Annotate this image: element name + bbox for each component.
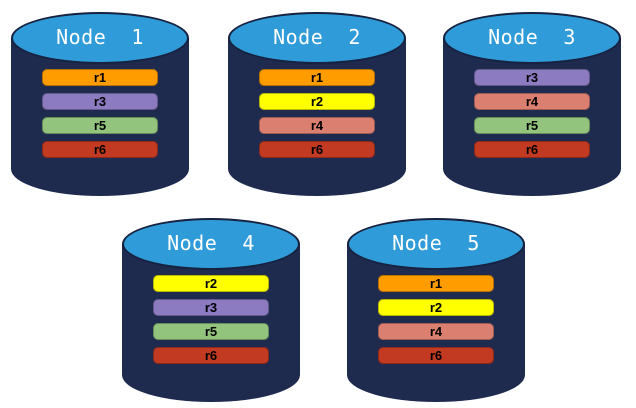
replica-bar-r3: r3 (42, 93, 158, 110)
replica-bar-r6: r6 (474, 141, 590, 158)
cylinder-top-ellipse: Node 1 (11, 12, 189, 64)
replica-bar-r4: r4 (474, 93, 590, 110)
cylinder-top-ellipse: Node 3 (443, 12, 621, 64)
replica-bar-r3: r3 (474, 69, 590, 86)
node-cylinder-4: Node 4 r2 r3 r5 r6 (122, 218, 300, 402)
node-title: Node 4 (167, 231, 255, 255)
replica-bar-r5: r5 (42, 117, 158, 134)
replica-bar-r5: r5 (474, 117, 590, 134)
replica-bar-r2: r2 (378, 299, 494, 316)
cylinder-top-ellipse: Node 4 (122, 218, 300, 270)
replica-list: r1 r2 r4 r6 (259, 69, 375, 158)
node-cylinder-5: Node 5 r1 r2 r4 r6 (347, 218, 525, 402)
replica-bar-r2: r2 (153, 275, 269, 292)
node-cylinder-1: Node 1 r1 r3 r5 r6 (11, 12, 189, 196)
node-title: Node 3 (488, 25, 576, 49)
cylinder-top-ellipse: Node 2 (228, 12, 406, 64)
replica-bar-r4: r4 (378, 323, 494, 340)
node-title: Node 2 (273, 25, 361, 49)
replica-list: r3 r4 r5 r6 (474, 69, 590, 158)
replica-list: r1 r2 r4 r6 (378, 275, 494, 364)
replica-bar-r4: r4 (259, 117, 375, 134)
replica-bar-r6: r6 (153, 347, 269, 364)
replica-bar-r5: r5 (153, 323, 269, 340)
cylinder-top-ellipse: Node 5 (347, 218, 525, 270)
replica-bar-r6: r6 (42, 141, 158, 158)
replica-bar-r6: r6 (259, 141, 375, 158)
node-cylinder-3: Node 3 r3 r4 r5 r6 (443, 12, 621, 196)
node-title: Node 1 (56, 25, 144, 49)
replica-bar-r1: r1 (259, 69, 375, 86)
node-cylinder-2: Node 2 r1 r2 r4 r6 (228, 12, 406, 196)
node-title: Node 5 (392, 231, 480, 255)
replica-list: r1 r3 r5 r6 (42, 69, 158, 158)
replica-bar-r6: r6 (378, 347, 494, 364)
replica-bar-r1: r1 (42, 69, 158, 86)
replica-bar-r2: r2 (259, 93, 375, 110)
replica-bar-r3: r3 (153, 299, 269, 316)
replica-list: r2 r3 r5 r6 (153, 275, 269, 364)
replica-bar-r1: r1 (378, 275, 494, 292)
